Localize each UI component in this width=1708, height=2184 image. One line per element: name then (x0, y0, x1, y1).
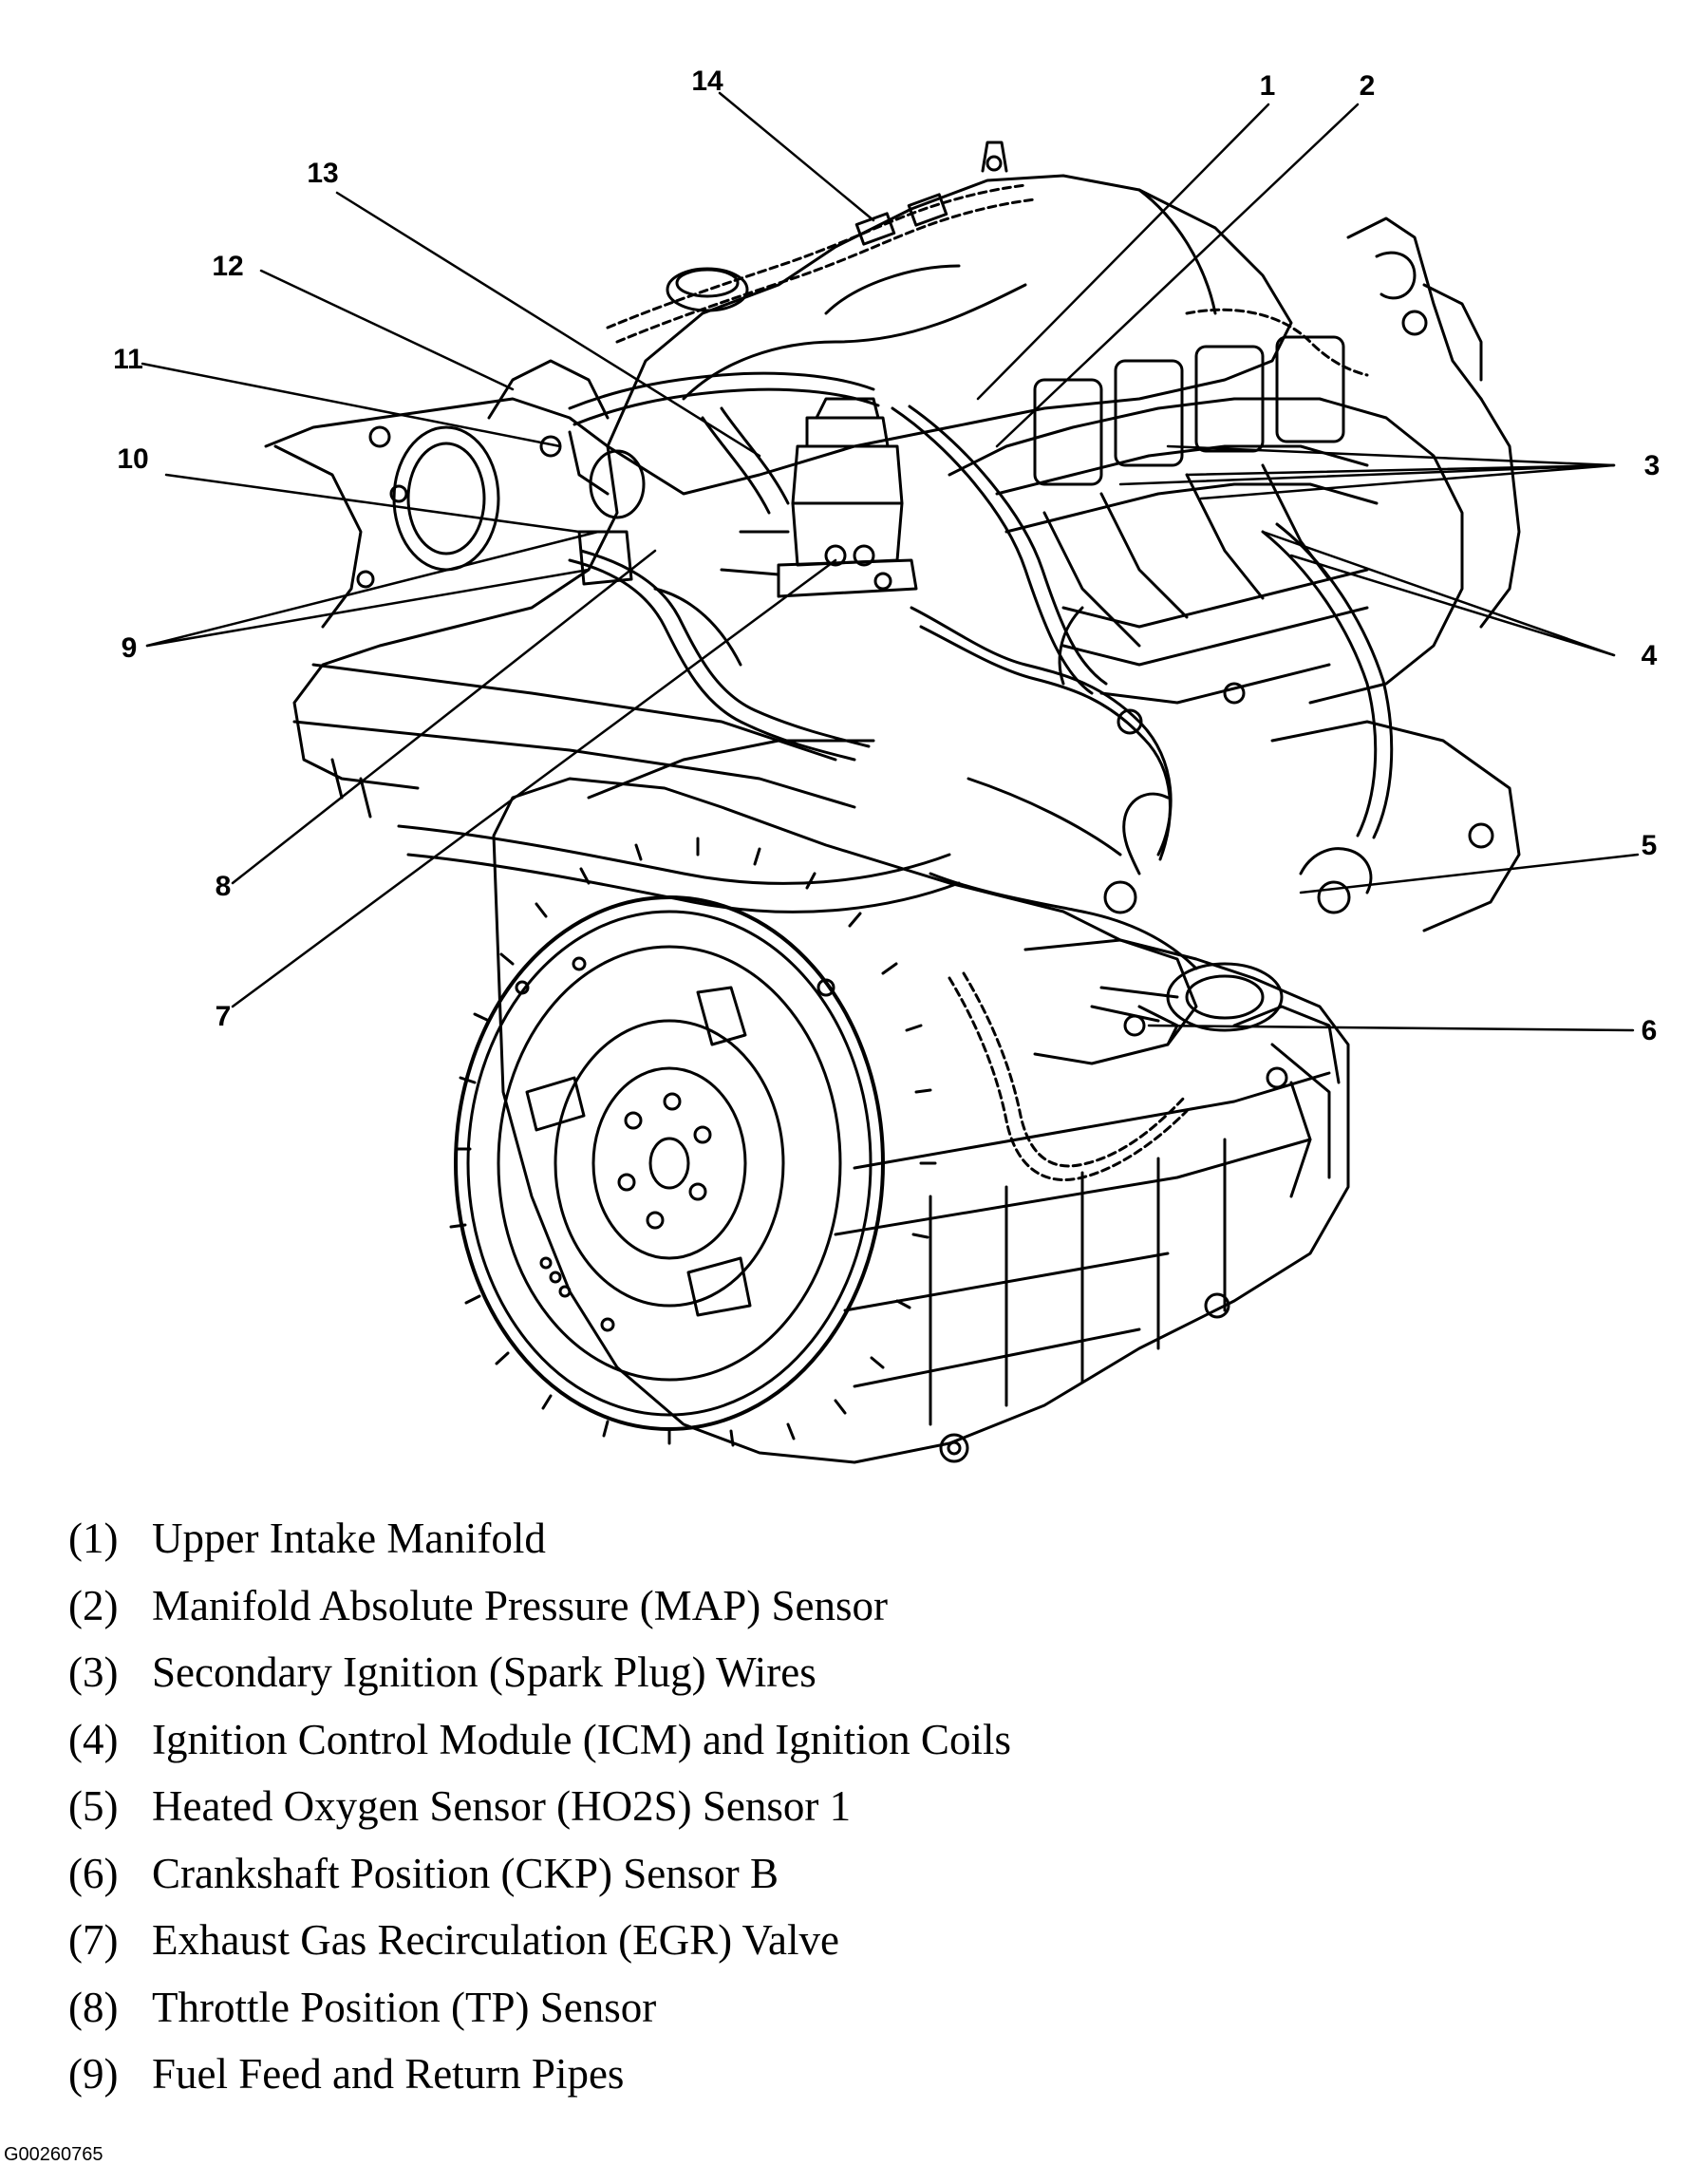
legend-item-2: (2) Manifold Absolute Pressure (MAP) Sens… (68, 1572, 1625, 1640)
engine-block (492, 777, 1350, 1464)
legend-item-5: (5) Heated Oxygen Sensor (HO2S) Sensor 1 (68, 1773, 1625, 1840)
legend-number: (1) (68, 1515, 119, 1562)
legend-number: (7) (68, 1916, 119, 1964)
legend-number: (4) (68, 1715, 119, 1763)
callout-13: 13 (307, 158, 338, 189)
callout-5: 5 (1642, 830, 1658, 861)
egr-valve (720, 397, 918, 598)
legend-item-6: (6) Crankshaft Position (CKP) Sensor B (68, 1840, 1625, 1908)
callout-11: 11 (113, 344, 143, 375)
callout-3: 3 (1644, 450, 1661, 481)
callout-10: 10 (117, 443, 148, 475)
legend-number: (2) (68, 1581, 119, 1629)
ignition-coils (948, 217, 1521, 932)
callout-9: 9 (122, 632, 138, 664)
callout-7: 7 (216, 1001, 232, 1032)
callout-14: 14 (691, 66, 723, 97)
legend: (1) Upper Intake Manifold (2) Manifold Abs… (68, 1505, 1625, 2108)
legend-item-1: (1) Upper Intake Manifold (68, 1505, 1625, 1572)
hoses (397, 371, 1394, 913)
callout-8: 8 (216, 871, 232, 902)
legend-item-4: (4) Ignition Control Module (ICM) and Ign… (68, 1706, 1625, 1774)
legend-item-8: (8) Throttle Position (TP) Sensor (68, 1974, 1625, 2042)
legend-label: Upper Intake Manifold (152, 1515, 546, 1562)
callout-1: 1 (1260, 70, 1276, 102)
wire-harness (606, 141, 1369, 1181)
legend-label: Secondary Ignition (Spark Plug) Wires (152, 1648, 816, 1696)
legend-label: Manifold Absolute Pressure (MAP) Sensor (152, 1581, 888, 1629)
callout-labels: 1 2 3 4 5 6 7 8 9 10 11 12 13 14 (113, 66, 1660, 1046)
legend-label: Crankshaft Position (CKP) Sensor B (152, 1849, 779, 1897)
callout-6: 6 (1642, 1015, 1658, 1046)
legend-number: (6) (68, 1849, 119, 1897)
legend-label: Exhaust Gas Recirculation (EGR) Valve (152, 1916, 839, 1964)
callout-12: 12 (212, 251, 243, 282)
callout-2: 2 (1360, 70, 1376, 102)
figure-id: G00260765 (4, 2144, 103, 2165)
legend-label: Ignition Control Module (ICM) and Igniti… (152, 1715, 1011, 1763)
legend-number: (9) (68, 2050, 119, 2098)
legend-label: Throttle Position (TP) Sensor (152, 1983, 657, 2031)
legend-number: (8) (68, 1983, 119, 2031)
legend-item-7: (7) Exhaust Gas Recirculation (EGR) Valve (68, 1907, 1625, 1974)
callout-4: 4 (1642, 640, 1658, 671)
legend-number: (5) (68, 1782, 119, 1830)
legend-item-3: (3) Secondary Ignition (Spark Plug) Wires (68, 1639, 1625, 1706)
legend-label: Fuel Feed and Return Pipes (152, 2050, 625, 2098)
leader-lines (141, 91, 1640, 1032)
legend-label: Heated Oxygen Sensor (HO2S) Sensor 1 (152, 1782, 852, 1830)
engine-illustration: 1 2 3 4 5 6 7 8 9 10 11 12 13 14 (113, 66, 1660, 1464)
flywheel (449, 837, 937, 1447)
legend-item-9: (9) Fuel Feed and Return Pipes (68, 2041, 1625, 2108)
legend-number: (3) (68, 1648, 119, 1696)
